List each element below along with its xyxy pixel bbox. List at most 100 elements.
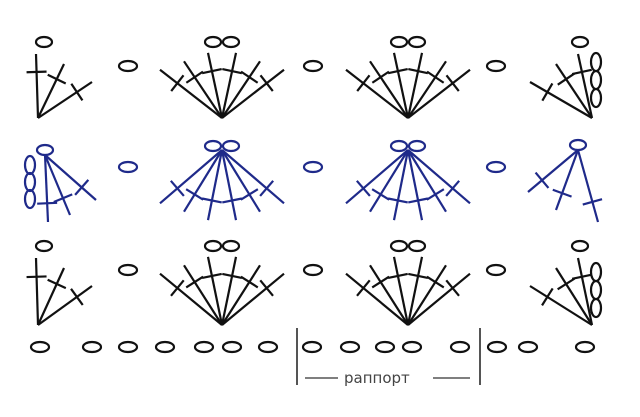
chain-stitch	[389, 35, 409, 49]
chain-stitch	[203, 35, 223, 49]
chain-stitch	[485, 160, 507, 174]
double-crochet	[220, 256, 238, 326]
double-crochet	[407, 68, 471, 119]
double-crochet	[527, 149, 579, 193]
chain-stitch	[302, 160, 324, 174]
double-crochet	[220, 149, 238, 221]
double-crochet-bar	[185, 70, 204, 84]
double-crochet-bar	[387, 272, 408, 280]
double-crochet	[36, 267, 66, 326]
double-crochet-bar	[408, 197, 429, 204]
chain-stitch	[570, 239, 590, 253]
double-crochet	[555, 267, 593, 326]
double-crochet-bar	[201, 67, 222, 75]
double-crochet-bar	[371, 70, 390, 84]
double-crochet-bar	[426, 275, 445, 289]
double-crochet	[407, 264, 447, 326]
double-crochet-bar	[259, 180, 274, 197]
double-crochet	[206, 149, 224, 221]
double-crochet	[159, 68, 223, 119]
double-crochet-bar	[582, 198, 603, 206]
chain-stitch	[117, 59, 139, 73]
double-crochet-bar	[26, 70, 47, 74]
double-crochet-bar	[74, 179, 90, 196]
double-crochet	[221, 149, 261, 213]
chain-stitch	[401, 340, 423, 354]
double-crochet-bar	[70, 288, 84, 306]
double-crochet-bar	[557, 72, 576, 86]
chain-stitch	[389, 139, 409, 153]
double-crochet-bar	[47, 73, 67, 85]
chain-stitch	[589, 69, 603, 91]
double-crochet	[529, 285, 593, 326]
chart-marks	[23, 35, 603, 354]
double-crochet-bar	[185, 188, 204, 201]
double-crochet	[392, 52, 410, 119]
chain-stitch	[485, 59, 507, 73]
double-crochet-bar	[445, 279, 460, 297]
double-crochet-bar	[371, 275, 390, 289]
double-crochet-bar	[201, 197, 222, 204]
double-crochet	[345, 68, 409, 119]
double-crochet	[221, 149, 285, 205]
double-crochet-bar	[557, 277, 576, 291]
chain-stitch	[301, 340, 323, 354]
chain-stitch	[407, 239, 427, 253]
chain-stitch	[257, 340, 279, 354]
double-crochet-bar	[356, 279, 371, 297]
double-crochet	[369, 149, 409, 213]
double-crochet-bar	[259, 74, 274, 92]
double-crochet	[407, 60, 447, 119]
double-crochet	[44, 154, 97, 201]
double-crochet	[407, 272, 471, 326]
double-crochet-bar	[387, 67, 408, 75]
double-crochet	[43, 154, 50, 223]
chain-stitch	[29, 340, 51, 354]
chain-stitch	[221, 239, 241, 253]
chain-stitch	[221, 35, 241, 49]
double-crochet-bar	[26, 275, 47, 279]
chain-stitch	[302, 59, 324, 73]
double-crochet-bar	[37, 201, 58, 205]
chain-stitch	[589, 51, 603, 73]
double-crochet-bar	[356, 180, 371, 197]
repeat-bracket: раппорт	[296, 328, 481, 387]
double-crochet-bar	[371, 188, 390, 201]
chain-stitch	[117, 263, 139, 277]
double-crochet-bar	[445, 74, 460, 92]
double-crochet-bar	[170, 74, 185, 92]
double-crochet-bar	[408, 272, 429, 280]
double-crochet-bar	[201, 272, 222, 280]
double-crochet-bar	[240, 275, 259, 289]
double-crochet	[221, 68, 285, 119]
chain-stitch	[339, 340, 361, 354]
double-crochet-bar	[541, 82, 554, 102]
double-crochet	[37, 63, 65, 119]
double-crochet	[183, 60, 223, 119]
double-crochet-bar	[426, 188, 445, 201]
double-crochet-bar	[185, 275, 204, 289]
chain-stitch	[81, 340, 103, 354]
double-crochet	[43, 154, 72, 216]
chain-stitch	[589, 279, 603, 301]
double-crochet-bar	[240, 70, 259, 84]
chain-stitch	[302, 263, 324, 277]
double-crochet	[37, 285, 93, 326]
chain-stitch	[589, 87, 603, 109]
chain-stitch	[34, 239, 54, 253]
chain-stitch	[193, 340, 215, 354]
double-crochet	[407, 149, 471, 205]
double-crochet-bar	[571, 273, 592, 280]
chain-stitch	[485, 263, 507, 277]
double-crochet	[221, 272, 285, 326]
double-crochet-bar	[571, 68, 592, 76]
double-crochet-bar	[541, 287, 554, 306]
chain-stitch	[517, 340, 539, 354]
chain-stitch	[449, 340, 471, 354]
double-crochet	[555, 63, 593, 119]
chain-stitch	[23, 188, 37, 210]
double-crochet	[576, 53, 594, 119]
chain-stitch	[574, 340, 596, 354]
double-crochet	[220, 52, 238, 119]
